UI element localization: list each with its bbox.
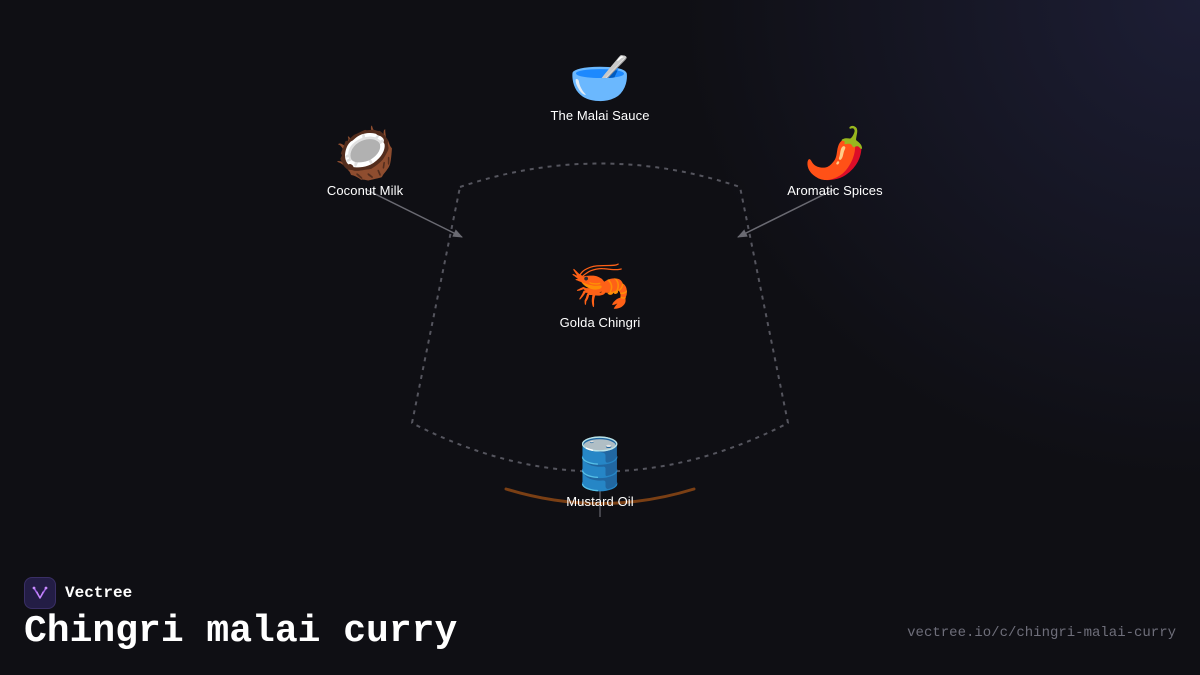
- vectree-logo-icon: [24, 577, 56, 609]
- node-golda-chingri[interactable]: 🦐 Golda Chingri: [500, 257, 700, 330]
- pot-outline: [410, 162, 790, 473]
- coconut-arrow: [364, 188, 463, 238]
- bowl-with-spoon-icon: 🥣: [568, 50, 632, 106]
- shrimp-icon: 🦐: [568, 257, 632, 313]
- node-label: Golda Chingri: [559, 315, 641, 330]
- node-label: Mustard Oil: [566, 494, 634, 509]
- brand[interactable]: Vectree: [24, 577, 132, 609]
- page-url[interactable]: vectree.io/c/chingri-malai-curry: [907, 625, 1176, 641]
- node-mustard-oil[interactable]: 🛢️ Mustard Oil: [500, 436, 700, 509]
- oil-drum-icon: 🛢️: [568, 436, 632, 492]
- spices-arrow: [737, 188, 836, 238]
- node-label: Aromatic Spices: [787, 183, 883, 198]
- brand-name: Vectree: [65, 584, 133, 602]
- page-title: Chingri malai curry: [24, 610, 458, 653]
- node-label: The Malai Sauce: [550, 108, 650, 123]
- node-malai-sauce[interactable]: 🥣 The Malai Sauce: [500, 50, 700, 123]
- node-coconut-milk[interactable]: 🥥 Coconut Milk: [265, 125, 465, 198]
- node-label: Coconut Milk: [326, 183, 404, 198]
- coconut-icon: 🥥: [333, 125, 397, 181]
- hot-pepper-icon: 🌶️: [803, 125, 867, 181]
- node-aromatic-spices[interactable]: 🌶️ Aromatic Spices: [735, 125, 935, 198]
